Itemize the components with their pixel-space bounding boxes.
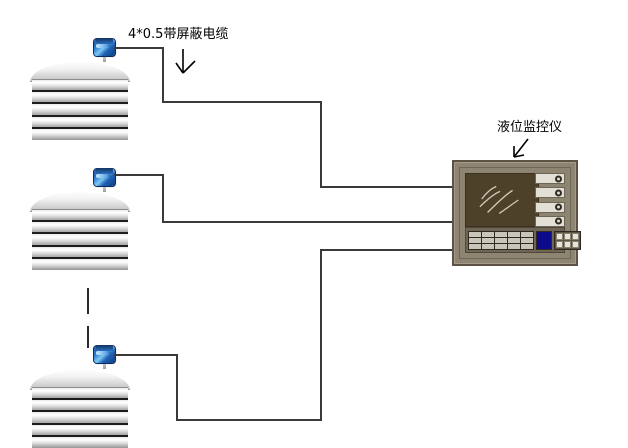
keypad-key[interactable] [495,243,507,249]
keypad-key[interactable] [508,243,520,249]
indicator-strip[interactable] [535,215,565,227]
ellipsis-dash [87,326,89,348]
cable-3-segment-h3 [320,249,454,251]
cable-3-segment-h1 [114,354,177,356]
function-key[interactable] [556,232,563,240]
tank-band [32,128,128,141]
cable-1-segment-h2 [162,101,322,103]
cable-1-segment-v2 [320,101,322,187]
keypad-key[interactable] [521,231,533,237]
cable-3-segment-v2 [320,249,322,420]
keypad-key[interactable] [495,237,507,243]
sensor-gloss [96,351,111,355]
tank-band [32,400,128,413]
monitor-label-arrow-icon [513,138,529,158]
cable-label: 4*0.5带屏蔽电缆 [128,27,229,42]
indicator-led-icon [555,217,562,225]
keypad-key[interactable] [521,243,533,249]
tank-band [32,116,128,129]
indicator-strip[interactable] [535,173,565,184]
indicator-led-icon [555,175,562,182]
tank-band [32,412,128,425]
ellipsis-dash [87,288,89,314]
monitor-inner-bezel [459,167,581,259]
cable-2-segment-h1 [114,174,163,176]
function-key[interactable] [572,232,579,240]
sensor-stem [103,185,106,192]
indicator-led-icon [555,203,562,211]
indicator-led-icon [555,189,562,197]
tank-dome [30,192,130,212]
keypad-key[interactable] [482,231,494,237]
sensor-stem [103,55,106,62]
tank-band [32,92,128,105]
cable-3-segment-h2 [176,419,322,421]
tank-body [32,209,128,271]
monitor-keypad[interactable] [468,230,534,250]
monitor-blue-display [536,230,552,250]
level-sensor-tank-3[interactable] [92,345,118,369]
cable-2-segment-h2 [162,221,454,223]
keypad-key[interactable] [521,237,533,243]
tank-dome [30,370,130,390]
storage-tank-bottom [30,370,130,448]
tank-band [32,210,128,223]
cable-label-arrow-icon [175,49,196,74]
cable-1-segment-h3 [320,186,454,188]
tank-band [32,258,128,271]
liquid-level-monitor[interactable] [452,160,581,266]
keypad-key[interactable] [482,237,494,243]
function-key[interactable] [572,240,579,248]
function-key[interactable] [564,232,571,240]
tank-band [32,80,128,93]
tank-dome [30,62,130,82]
function-key[interactable] [556,240,563,248]
storage-tank-top [30,62,130,141]
tank-band [32,388,128,401]
keypad-key[interactable] [482,243,494,249]
monitor-indicator-strips [535,173,565,227]
sensor-cap [96,38,113,44]
tank-band [32,424,128,437]
cable-1-segment-v1 [162,47,164,102]
tank-body [32,79,128,141]
keypad-key[interactable] [469,237,481,243]
tank-band [32,104,128,117]
monitor-label: 液位监控仪 [497,120,563,135]
monitor-control-panel [465,227,581,253]
level-sensor-tank-2[interactable] [92,168,118,192]
cable-1-segment-h1 [114,47,163,49]
screen-scribble-icon [479,185,519,215]
sensor-gloss [96,44,111,48]
tank-band [32,234,128,247]
tank-band [32,222,128,235]
level-sensor-tank-1[interactable] [92,38,118,62]
keypad-key[interactable] [508,231,520,237]
keypad-key[interactable] [508,237,520,243]
indicator-strip[interactable] [535,187,565,199]
keypad-key[interactable] [469,231,481,237]
tank-band [32,436,128,448]
cable-2-segment-v1 [162,174,164,222]
sensor-stem [103,362,106,369]
monitor-function-keys[interactable] [554,230,581,250]
tank-band [32,246,128,259]
sensor-cap [96,345,113,351]
storage-tank-middle [30,192,130,271]
function-key[interactable] [564,240,571,248]
cable-3-segment-v1 [176,354,178,420]
keypad-key[interactable] [495,231,507,237]
monitor-screen[interactable] [465,173,539,227]
indicator-strip[interactable] [535,201,565,213]
tank-body [32,387,128,448]
keypad-key[interactable] [469,243,481,249]
sensor-cap [96,168,113,174]
sensor-gloss [96,174,111,178]
